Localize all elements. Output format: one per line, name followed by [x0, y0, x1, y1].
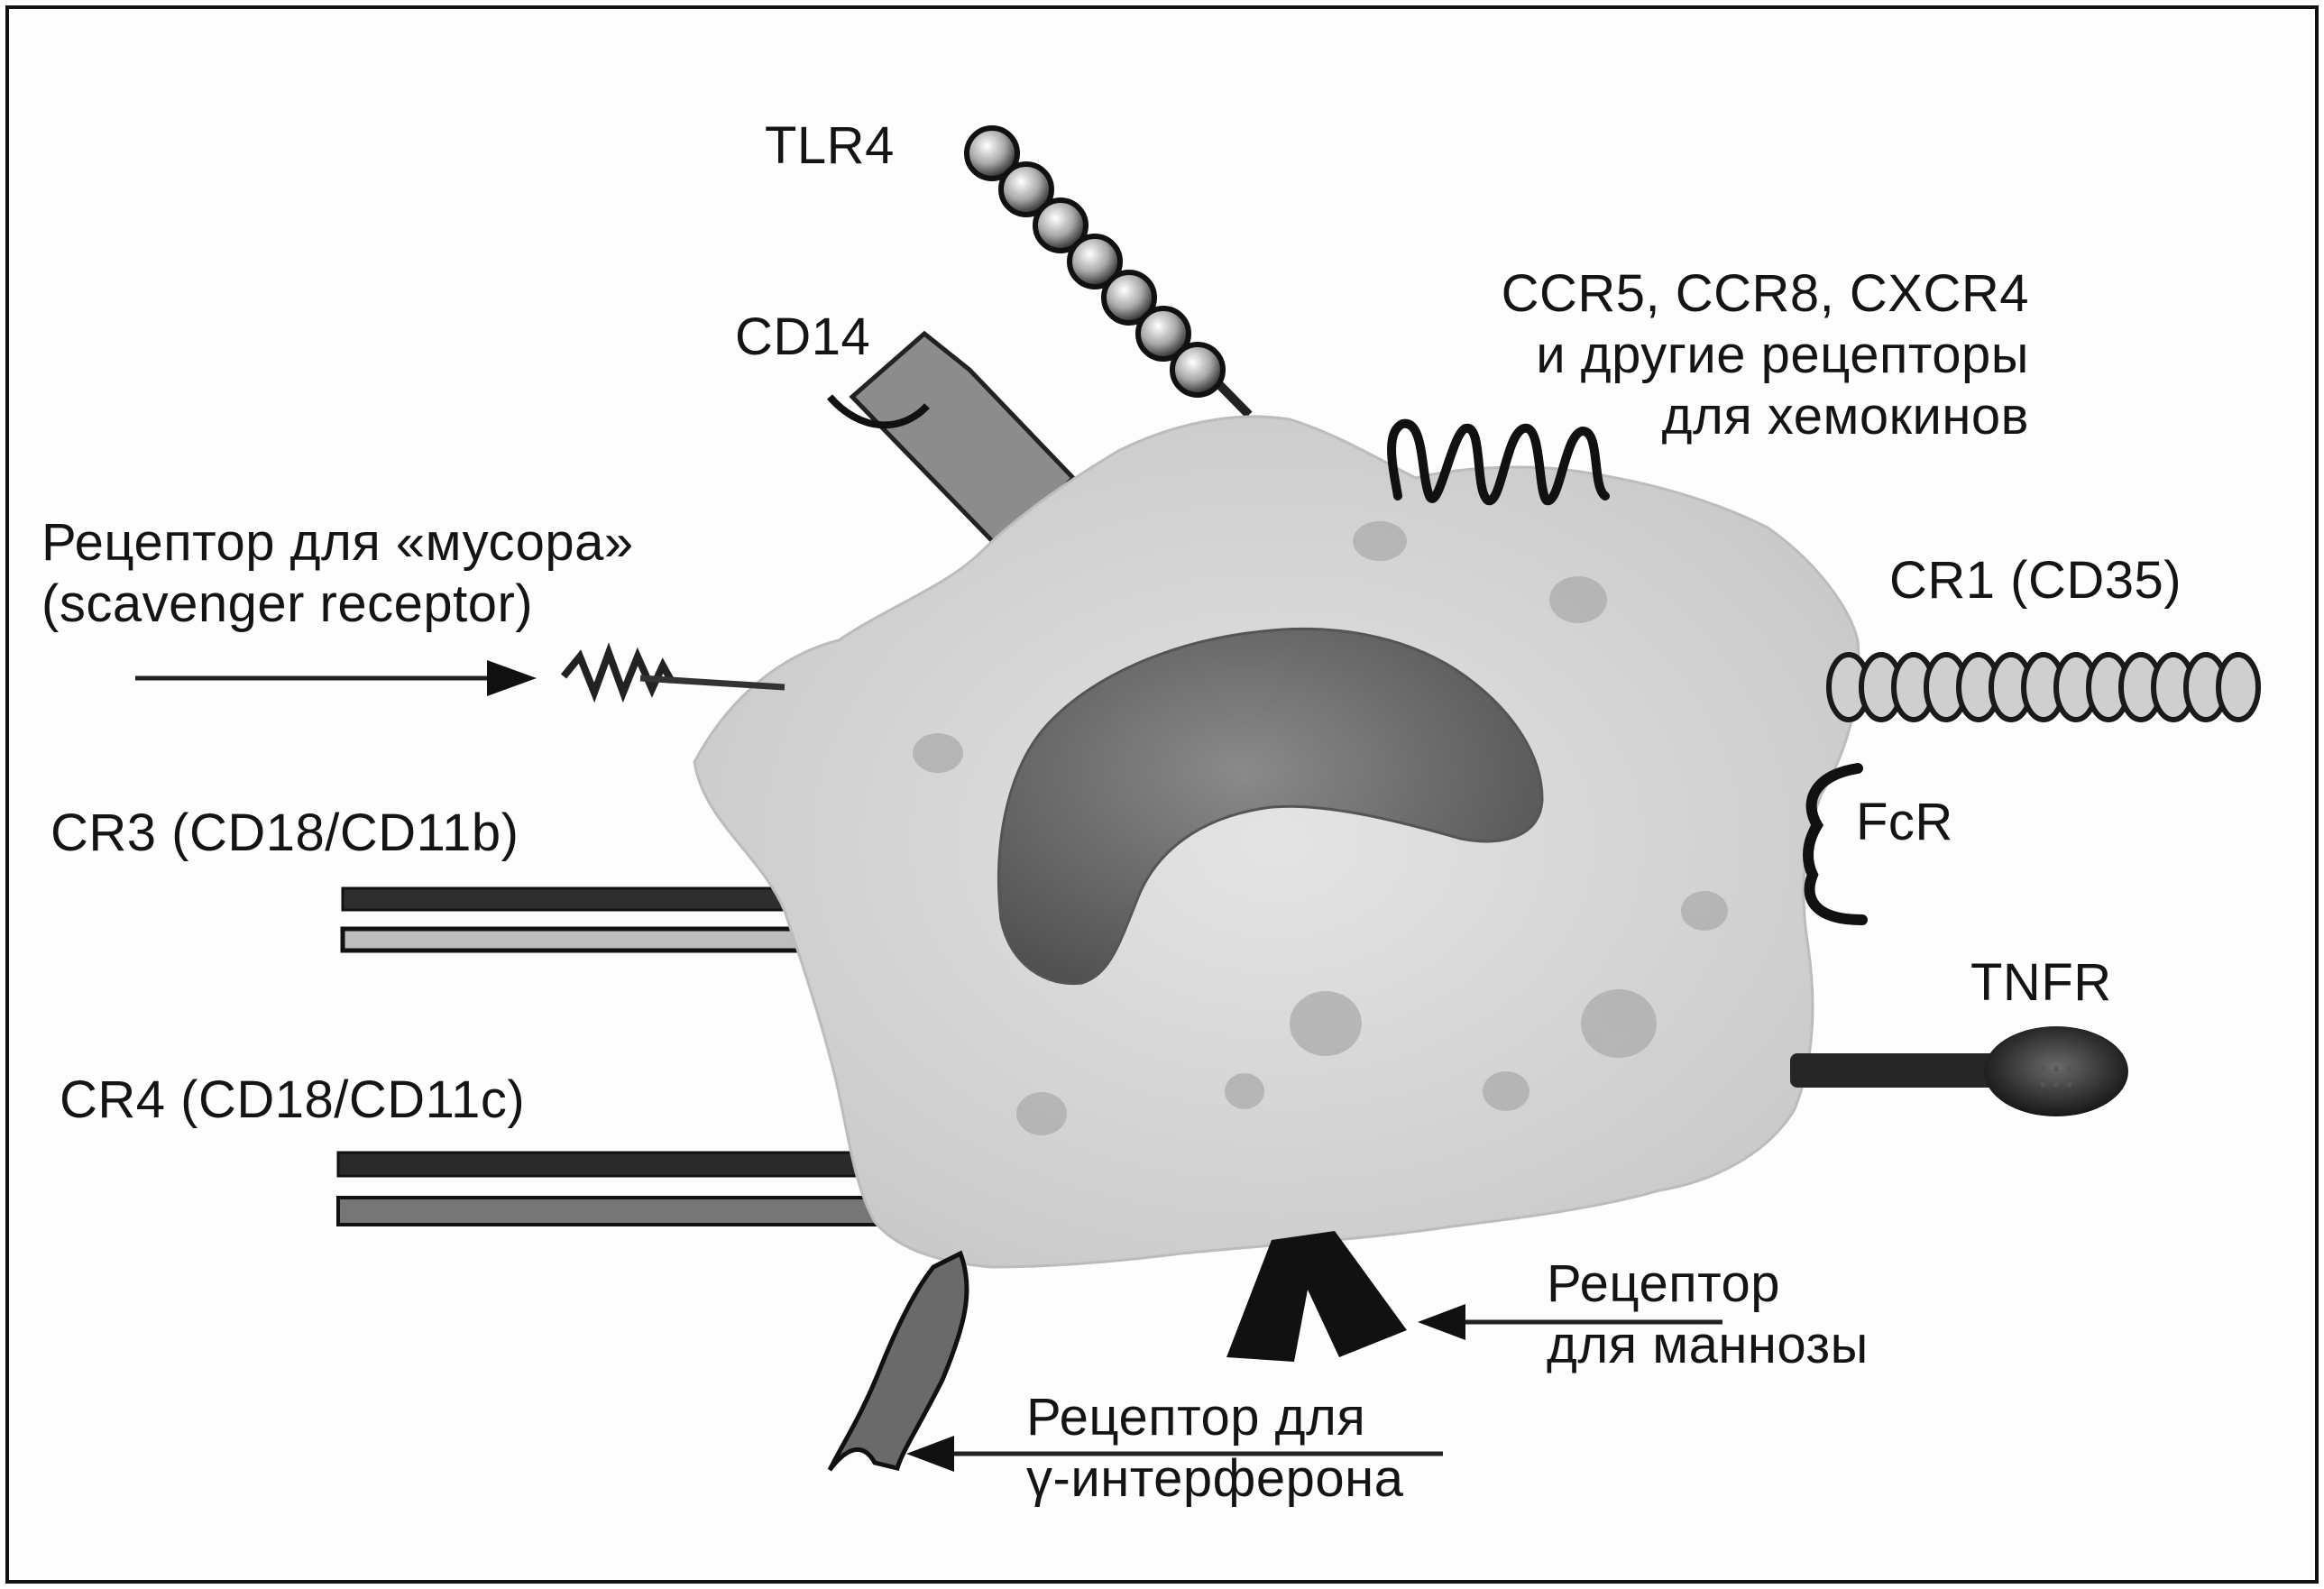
- label-cr3: CR3 (CD18/CD11b): [51, 804, 519, 862]
- scavenger-receptor: [135, 642, 785, 703]
- macrophage-illustration: :::: [135, 125, 2261, 1472]
- mannose-receptor: [1226, 1231, 1722, 1362]
- label-ifn-gamma-receptor: Рецептор для γ-интерферона: [1026, 1387, 1403, 1510]
- tlr4-bead: [1170, 342, 1226, 398]
- label-fcr: FcR: [1856, 793, 1953, 851]
- cr3-receptor: [340, 886, 832, 953]
- tlr4-bead: [1067, 234, 1123, 289]
- label-chemokine-line-1: CCR5, CCR8, CXCR4: [1501, 264, 2029, 323]
- label-scavenger-line-2: (scavenger receptor): [41, 574, 534, 633]
- chemokine-receptor: [1387, 418, 1610, 505]
- tlr4-bead: [1033, 197, 1089, 253]
- ifn-gamma-receptor: [827, 1250, 1443, 1472]
- label-mannose-receptor: Рецептор для маннозы: [1547, 1254, 1869, 1376]
- label-ifn-line-1: Рецептор для: [1026, 1388, 1366, 1447]
- cr1-coil: [2216, 652, 2261, 722]
- label-scavenger-line-1: Рецептор для «мусора»: [41, 513, 634, 572]
- cr1-receptor: [1826, 652, 2261, 722]
- label-cr1: CR1 (CD35): [1889, 551, 2182, 610]
- macrophage-cell-body: [693, 415, 1860, 1269]
- label-scavenger-receptor: Рецептор для «мусора» (scavenger recepto…: [41, 512, 634, 635]
- label-cr4: CR4 (CD18/CD11c): [60, 1070, 526, 1129]
- label-chemokine-line-2: и другие рецепторы: [1536, 326, 2029, 384]
- label-tnfr: TNFR: [1970, 953, 2112, 1012]
- label-chemokine-line-3: для хемокинов: [1661, 387, 2029, 445]
- tlr4-bead: [998, 161, 1054, 217]
- tnfr-receptor: :::: [1790, 1026, 2128, 1116]
- cell-nucleus: [997, 627, 1544, 986]
- label-mannose-line-2: для маннозы: [1547, 1316, 1869, 1374]
- label-ifn-line-2: γ-интерферона: [1026, 1449, 1404, 1508]
- tlr4-bead: [1135, 306, 1191, 362]
- label-mannose-line-1: Рецептор: [1547, 1254, 1781, 1313]
- tlr4-receptor: [964, 125, 1253, 418]
- label-tlr4: TLR4: [765, 116, 895, 175]
- diagram-frame: ::: TLR4 CD14 CCR5, CCR8, CXCR4 и другие…: [5, 5, 2319, 1584]
- label-cd14: CD14: [735, 308, 871, 366]
- label-chemokine-receptors: CCR5, CCR8, CXCR4 и другие рецепторы для…: [1416, 263, 2029, 447]
- cr4-receptor: [336, 1151, 908, 1226]
- fcr-receptor: [1803, 763, 1868, 925]
- tlr4-bead: [1101, 270, 1157, 326]
- tlr4-bead: [964, 125, 1020, 181]
- svg-text::::: :::: [2036, 1051, 2076, 1097]
